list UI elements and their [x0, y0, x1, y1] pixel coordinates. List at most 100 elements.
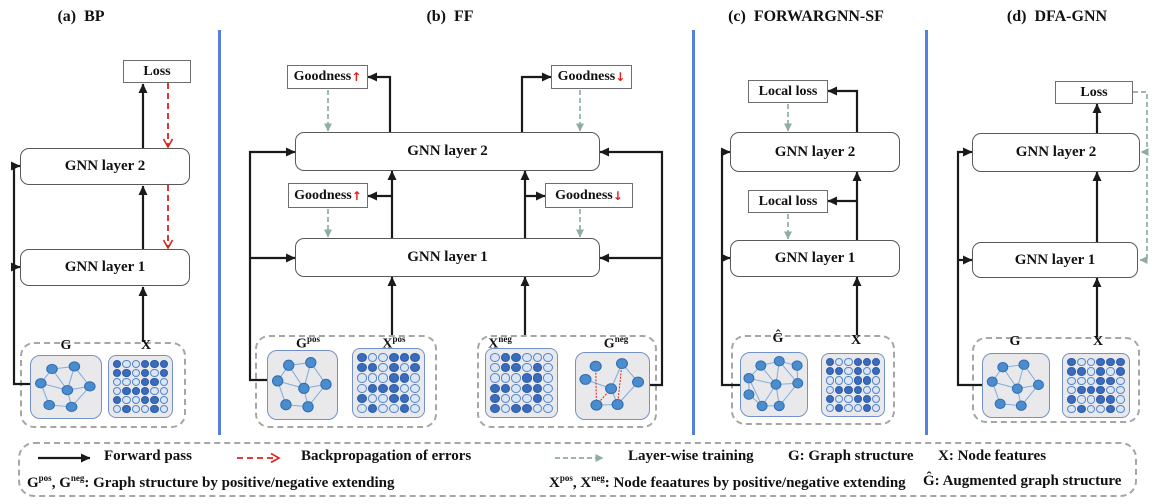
forward-arrow: [248, 147, 296, 382]
feature-dot: [159, 378, 168, 386]
feature-dot: [835, 403, 844, 412]
forward-arrow: [956, 147, 982, 387]
feature-dot: [1116, 376, 1125, 385]
feature-dot: [853, 403, 862, 412]
up-arrow-icon: ↑: [351, 188, 362, 203]
feature-dot: [131, 396, 140, 404]
node-features-grid: [108, 355, 173, 418]
forward-arrow: [520, 72, 552, 132]
label-text: X: [488, 336, 499, 352]
feature-dot: [844, 358, 853, 367]
graph-structure-illustration: [30, 355, 102, 419]
feature-dot: [490, 373, 500, 383]
feature-dot: [1116, 367, 1125, 376]
feature-dot: [140, 396, 150, 404]
feature-dot: [532, 373, 543, 383]
feature-dot: [113, 378, 122, 386]
feature-dot: [532, 383, 543, 393]
graph-neg-label: Gneg: [604, 332, 628, 352]
goodness-label: Goodness: [557, 69, 616, 84]
feature-dot: [357, 383, 367, 393]
feature-dot: [871, 358, 880, 367]
feature-dot: [410, 353, 420, 363]
feature-dot: [367, 353, 378, 363]
feature-dot: [543, 393, 553, 403]
feature-dot: [113, 405, 122, 413]
label-text: : Node feaatures by positive/negative ex…: [604, 475, 906, 491]
feature-dot: [378, 373, 388, 383]
gnn-layer-1-box: GNN layer 1: [20, 249, 190, 286]
goodness-label: Goodness: [294, 187, 352, 203]
feature-dot: [862, 367, 871, 376]
feature-dot: [1116, 395, 1125, 404]
feature-dot: [543, 363, 553, 373]
feature-dot: [1086, 367, 1096, 376]
feature-dot: [844, 367, 853, 376]
feature-dot: [140, 369, 150, 377]
feature-dot: [511, 383, 521, 393]
feature-dot: [835, 376, 844, 385]
feature-dot: [150, 360, 159, 368]
legend-ghat-def: Ĝ: Augmented graph structure: [923, 473, 1122, 489]
feature-dot: [367, 393, 378, 403]
graph-structure-illustration: [982, 353, 1050, 418]
feature-dot: [378, 393, 388, 403]
gnn-layer-1-box: GNN layer 1: [972, 242, 1138, 278]
feature-dot: [150, 378, 159, 386]
forward-arrow: [827, 86, 859, 132]
feature-dot: [490, 353, 500, 363]
feature-dot: [862, 394, 871, 403]
feature-dot: [871, 376, 880, 385]
feature-dot: [1067, 404, 1076, 413]
label-text: G: [27, 475, 39, 491]
feature-dot: [532, 353, 543, 363]
feature-dot: [1076, 385, 1086, 395]
feature-dot: [389, 353, 399, 363]
feature-dot: [543, 373, 553, 383]
feature-dot: [1076, 367, 1086, 376]
feature-dot: [113, 360, 122, 368]
feature-dot: [410, 373, 420, 383]
legend-gposneg-def: Gpos, Gneg: Graph structure by positive/…: [27, 473, 395, 492]
goodness-up-box: Goodness↑: [287, 65, 368, 89]
feature-dot: [131, 360, 140, 368]
panel-separator: [692, 30, 695, 435]
loss-box: Loss: [1055, 81, 1133, 104]
graph-label: G: [60, 338, 72, 353]
legend-forward-label: Forward pass: [104, 448, 192, 464]
label-sup: neg: [498, 334, 512, 344]
feature-dot: [844, 394, 853, 403]
feature-dot: [853, 358, 862, 367]
local-loss-box: Local loss: [748, 190, 828, 213]
feature-dot: [862, 385, 871, 394]
feature-dot: [490, 363, 500, 373]
forward-arrow: [367, 72, 392, 132]
feature-dot: [131, 405, 140, 413]
feature-dot: [140, 387, 150, 395]
feature-dot: [1086, 358, 1096, 367]
legend-features-def: X: Node features: [938, 448, 1047, 464]
gnn-layer-2-box: GNN layer 2: [730, 132, 900, 172]
feature-dot: [399, 353, 410, 363]
feature-dot: [844, 403, 853, 412]
feature-dot: [862, 376, 871, 385]
feature-dot: [122, 387, 131, 395]
label-text: : Graph structure by positive/negative e…: [84, 475, 395, 491]
feature-dot: [1086, 395, 1096, 404]
label-text: , X: [572, 475, 592, 491]
feature-dot: [532, 393, 543, 403]
feature-dot: [871, 394, 880, 403]
feature-dot: [511, 373, 521, 383]
feature-dot: [1067, 367, 1076, 376]
feature-dot: [389, 373, 399, 383]
feature-dot: [1067, 395, 1076, 404]
feature-dot: [1106, 395, 1116, 404]
forward-pass-arrow-icon: [38, 453, 91, 463]
goodness-down-box: Goodness↓: [551, 65, 632, 89]
feature-dot: [490, 403, 500, 413]
label-text: X: [382, 336, 393, 352]
label-text: , G: [51, 475, 71, 491]
feature-dot: [1096, 385, 1106, 395]
feature-dot: [378, 403, 388, 413]
features-label: X: [1092, 334, 1104, 349]
